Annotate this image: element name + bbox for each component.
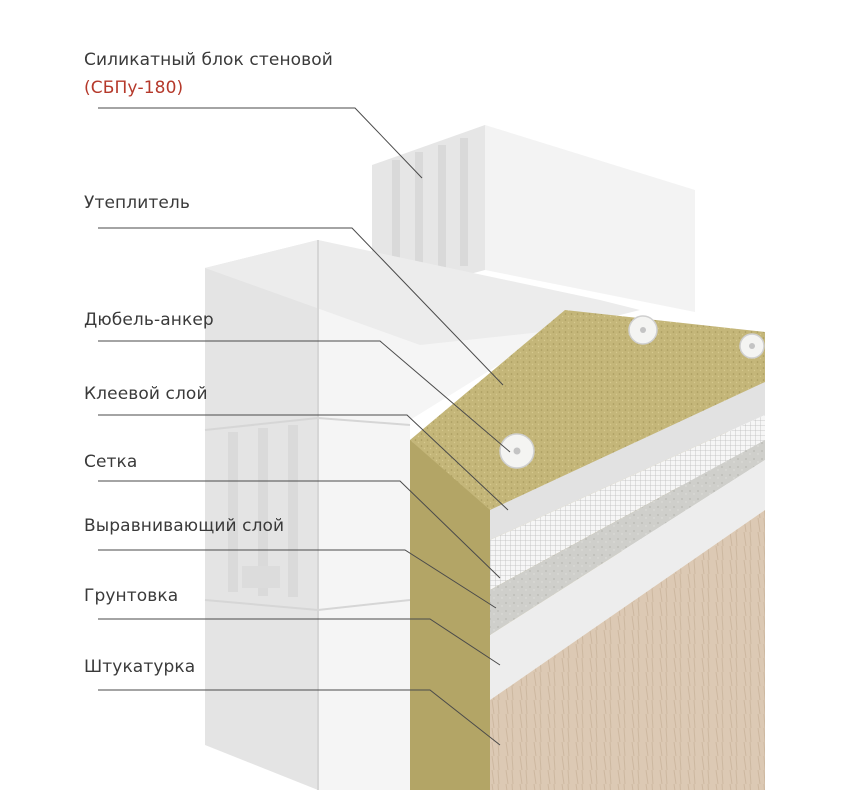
plaster-layer <box>490 510 765 790</box>
label-leveling-layer: Выравнивающий слой <box>84 516 285 536</box>
leader-lines <box>98 107 511 746</box>
lower-block-front-face <box>318 240 600 790</box>
label-plaster: Штукатурка <box>84 657 196 677</box>
label-silicate-block: Силикатный блок стеновой <box>84 50 333 70</box>
leader-mesh <box>98 480 501 579</box>
glue-layer <box>490 382 765 540</box>
label-primer: Грунтовка <box>84 586 179 606</box>
label-glue-layer: Клеевой слой <box>84 384 208 404</box>
lower-block-grooves <box>228 425 298 597</box>
anchor-dowel-icon <box>739 333 765 359</box>
insulation-side <box>410 440 490 790</box>
silicate-block-wall <box>204 125 695 790</box>
leader-glue <box>98 414 509 511</box>
upper-block-grooves <box>392 138 468 280</box>
leveling-layer <box>490 440 765 635</box>
leader-insulation <box>98 227 504 386</box>
primer-layer <box>490 460 765 700</box>
anchor-dowel-icon <box>499 433 535 469</box>
upper-block-left-face <box>372 125 485 300</box>
label-insulation: Утеплитель <box>84 193 190 213</box>
anchor-dowel-icon <box>628 315 658 345</box>
label-mesh: Сетка <box>84 452 138 472</box>
mesh-layer <box>490 415 765 590</box>
leader-block <box>98 107 423 179</box>
leader-primer <box>98 618 501 666</box>
label-block-code: (СБПу-180) <box>84 78 184 98</box>
leader-anchor <box>98 340 511 453</box>
label-anchor: Дюбель-анкер <box>84 310 214 330</box>
upper-block-front-face <box>485 125 695 312</box>
leader-leveling <box>98 549 497 609</box>
block-top-face <box>205 240 640 345</box>
block-joint-lines <box>204 240 411 790</box>
block-handle-slot <box>242 566 280 588</box>
leader-plaster <box>98 689 501 746</box>
